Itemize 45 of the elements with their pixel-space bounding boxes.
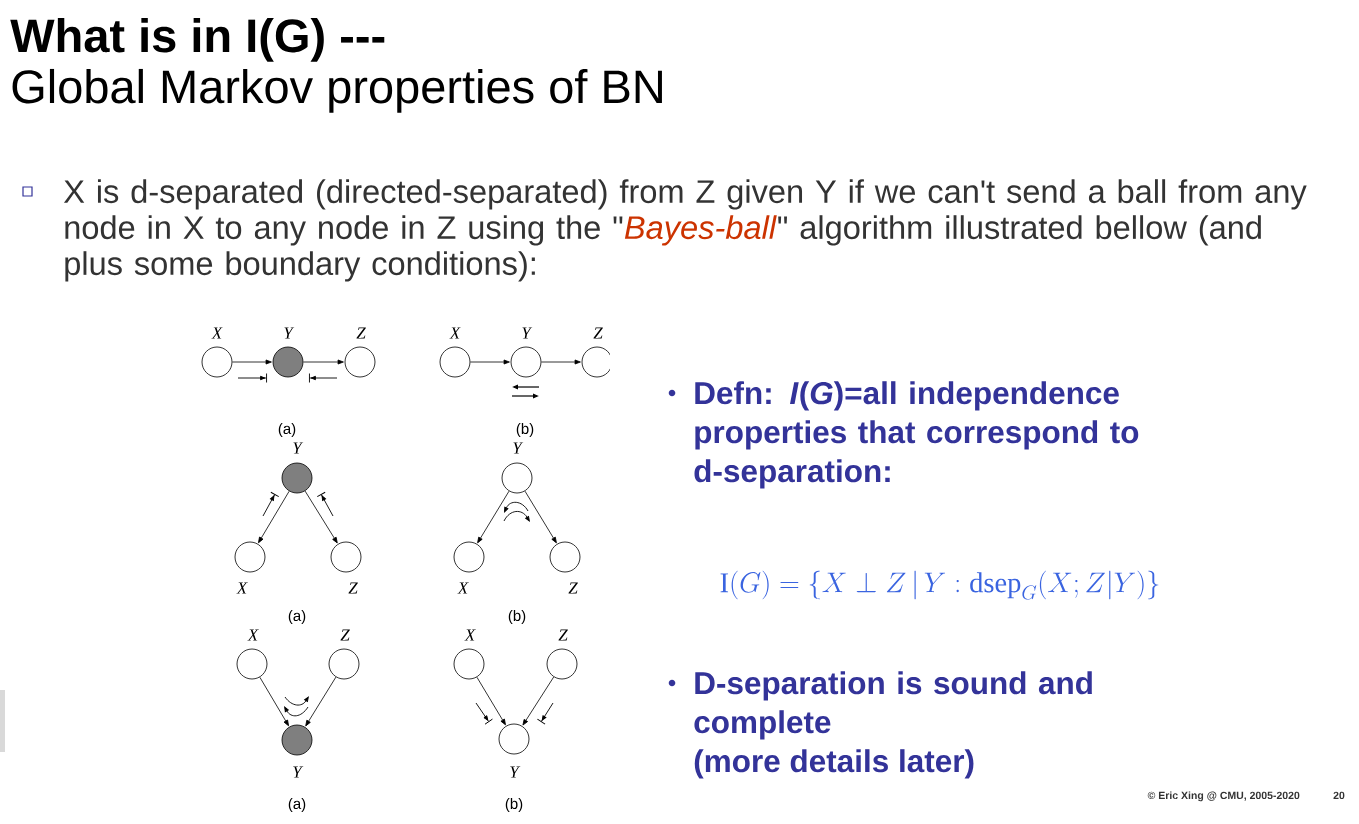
variable-label: Y [293, 766, 304, 778]
arrow [476, 676, 506, 726]
variable-label: Z [568, 582, 578, 594]
arrow [232, 359, 272, 365]
variable-label: X [236, 582, 248, 594]
bullet-text: (more details later) [694, 749, 974, 779]
variable-label: X [457, 582, 469, 594]
arrow [541, 359, 581, 365]
bullet-text: Defn: I(G)=all independence properties that correspond to d-separation: [694, 381, 1139, 489]
variable-label: Y [284, 327, 295, 339]
panel-label: (b) [505, 798, 523, 812]
arrow [524, 490, 557, 544]
variable-label: Y [513, 442, 524, 454]
variable-label: X [211, 327, 223, 339]
variable-label: Y [522, 327, 533, 339]
panel-label: (a) [288, 610, 306, 624]
variable-label: Y [293, 442, 304, 454]
variable-label: X [464, 629, 476, 641]
page-number: 20 [1333, 791, 1345, 800]
slide-title: What is in I(G) --- [10, 17, 385, 62]
panel-label: (a) [288, 798, 306, 812]
copyright-notice: © Eric Xing @ CMU, 2005-2020 [1147, 791, 1300, 802]
arrow [259, 676, 289, 727]
variable-label: Z [340, 629, 350, 641]
variable-label: Z [356, 327, 366, 339]
arrow [305, 676, 337, 727]
arrow [522, 676, 555, 726]
arrow [303, 359, 344, 365]
arrow [258, 490, 290, 544]
variable-label: X [449, 327, 461, 339]
variable-label: Z [558, 629, 568, 641]
variable-label: Y [510, 766, 521, 778]
panel-label: (b) [508, 610, 526, 624]
panel-label: (a) [278, 423, 296, 437]
panel-label: (b) [516, 423, 534, 437]
arrow [304, 490, 338, 544]
slide-subtitle: Global Markov properties of BN [12, 68, 662, 113]
arrow [470, 359, 510, 365]
variable-label: X [247, 629, 259, 641]
formula: $\mathrm{I}(G)=\left\{X\perp Z\,\middle|\,Y:\mathrm{dsep}_G(X;Z\middle|Y)\right\}$ [720, 570, 1159, 600]
bullet-text: D-separation is sound and complete [694, 671, 1092, 740]
variable-label: Z [348, 582, 358, 594]
arrow [477, 490, 510, 544]
variable-label: Z [593, 327, 603, 339]
bullet-text: X is d-separated (directed-separated) from Z given Y if we can't send a ball from any node in X to any node in Z using the "Bayes-ball" algorithm illustrated bellow (and plus some boundary conditions): [63, 179, 1307, 282]
